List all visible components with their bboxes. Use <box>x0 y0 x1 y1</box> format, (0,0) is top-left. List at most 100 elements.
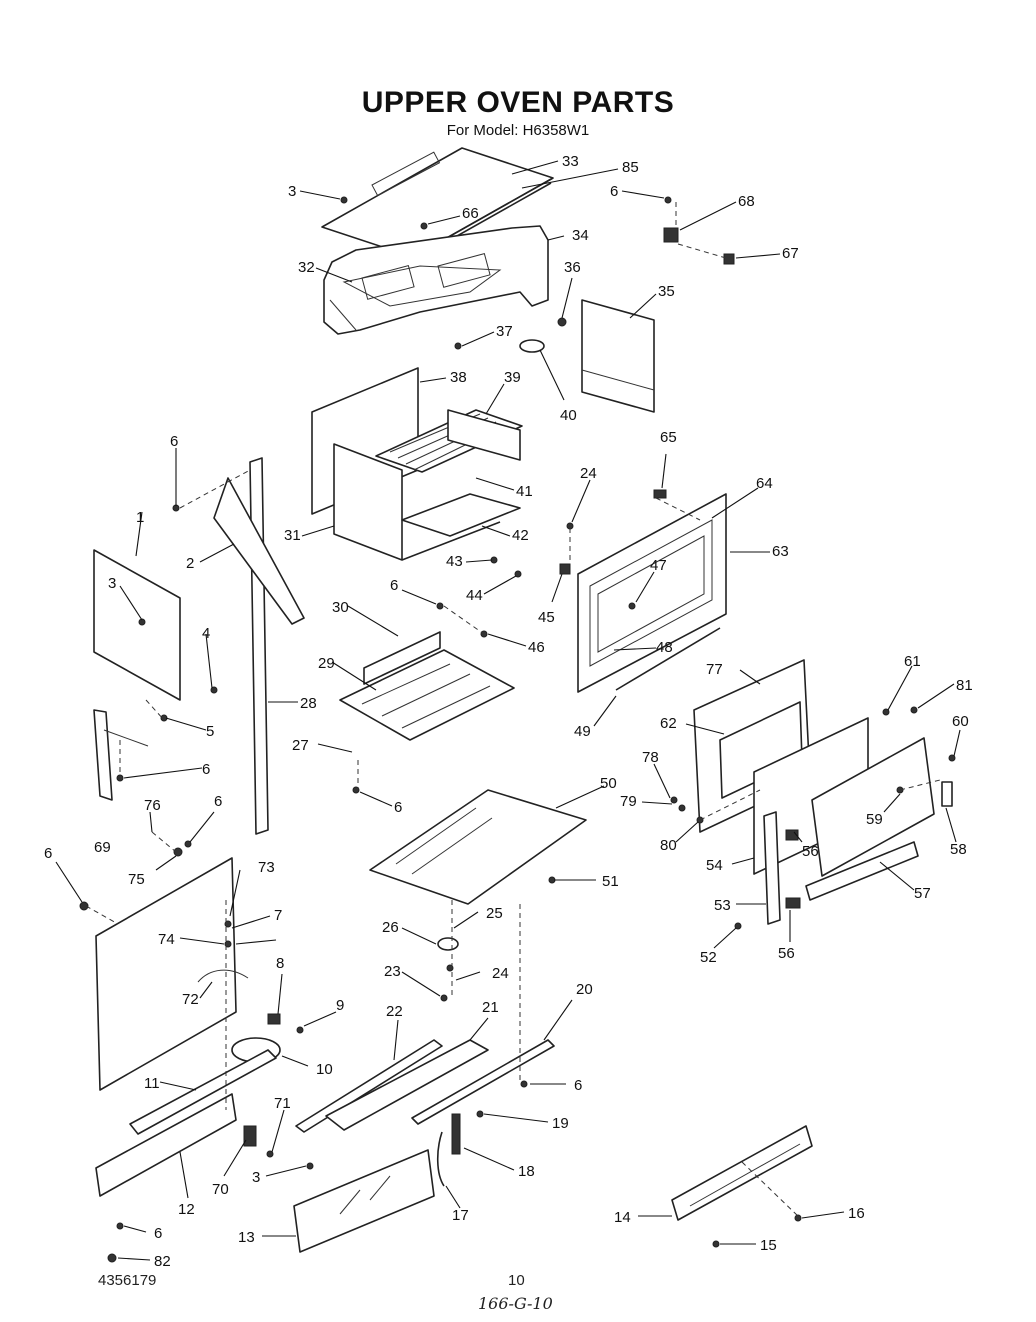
callout-28: 28 <box>300 695 317 712</box>
callout-59: 59 <box>866 811 883 828</box>
callout-50: 50 <box>600 775 617 792</box>
callout-80: 80 <box>660 837 677 854</box>
callout-13: 13 <box>238 1229 255 1246</box>
callout-81: 81 <box>956 677 973 694</box>
callout-6: 6 <box>610 183 618 200</box>
part-door-glass-assembly <box>693 659 935 925</box>
callout-6: 6 <box>170 433 178 450</box>
callout-3: 3 <box>252 1169 260 1186</box>
callout-25: 25 <box>486 905 503 922</box>
callout-41: 41 <box>516 483 533 500</box>
callout-49: 49 <box>574 723 591 740</box>
callout-11: 11 <box>144 1075 160 1092</box>
callout-71: 71 <box>274 1095 291 1112</box>
part-burner-trays <box>95 1039 555 1197</box>
callout-37: 37 <box>496 323 513 340</box>
callout-6: 6 <box>574 1077 582 1094</box>
callout-34: 34 <box>572 227 589 244</box>
callout-48: 48 <box>656 639 673 656</box>
part-oven-top-frame <box>323 225 549 335</box>
callout-58: 58 <box>950 841 967 858</box>
hardware-bits <box>79 196 956 1263</box>
callout-30: 30 <box>332 599 349 616</box>
page-title: UPPER OVEN PARTS <box>361 86 675 119</box>
callout-36: 36 <box>564 259 581 276</box>
callout-14: 14 <box>614 1209 631 1226</box>
callout-12: 12 <box>178 1201 195 1218</box>
model-subtitle: For Model: H6358W1 <box>446 122 590 139</box>
callout-56: 56 <box>778 945 795 962</box>
part-side-panel-35 <box>581 299 655 413</box>
callout-67: 67 <box>782 245 799 262</box>
callout-35: 35 <box>658 283 675 300</box>
page-number: 10 <box>508 1272 525 1289</box>
callout-69: 69 <box>94 839 111 856</box>
callout-70: 70 <box>212 1181 229 1198</box>
callout-56: 56 <box>802 843 819 860</box>
callout-8: 8 <box>276 955 284 972</box>
callout-78: 78 <box>642 749 659 766</box>
callout-74: 74 <box>158 931 175 948</box>
assembly-lines <box>85 202 941 1219</box>
part-door-frame-63 <box>577 493 727 693</box>
callout-31: 31 <box>284 527 301 544</box>
callout-57: 57 <box>914 885 931 902</box>
callout-65: 65 <box>660 429 677 446</box>
callout-82: 82 <box>154 1253 171 1270</box>
callout-46: 46 <box>528 639 545 656</box>
callout-53: 53 <box>714 897 731 914</box>
callout-6: 6 <box>202 761 210 778</box>
callout-27: 27 <box>292 737 309 754</box>
callout-47: 47 <box>650 557 667 574</box>
handwritten-note: 166-G-10 <box>478 1294 553 1313</box>
callout-63: 63 <box>772 543 789 560</box>
callout-29: 29 <box>318 655 335 672</box>
callout-45: 45 <box>538 609 555 626</box>
callout-54: 54 <box>706 857 723 874</box>
callout-39: 39 <box>504 369 521 386</box>
part-vent-grille-14 <box>671 1125 813 1221</box>
part-burner-11 <box>129 1037 281 1135</box>
callout-3: 3 <box>108 575 116 592</box>
callout-6: 6 <box>154 1225 162 1242</box>
callout-38: 38 <box>450 369 467 386</box>
callout-19: 19 <box>552 1115 569 1132</box>
callout-18: 18 <box>518 1163 535 1180</box>
callout-1: 1 <box>136 509 144 526</box>
callout-52: 52 <box>700 949 717 966</box>
callout-23: 23 <box>384 963 401 980</box>
callout-44: 44 <box>466 587 483 604</box>
callout-72: 72 <box>182 991 199 1008</box>
callout-77: 77 <box>706 661 723 678</box>
callout-15: 15 <box>760 1237 777 1254</box>
callout-51: 51 <box>602 873 619 890</box>
callout-24: 24 <box>492 965 509 982</box>
callout-6: 6 <box>394 799 402 816</box>
callout-79: 79 <box>620 793 637 810</box>
callout-5: 5 <box>206 723 214 740</box>
callout-6: 6 <box>390 577 398 594</box>
callout-60: 60 <box>952 713 969 730</box>
callout-leaders <box>55 160 961 1261</box>
part-oven-cavity <box>311 367 523 561</box>
callout-16: 16 <box>848 1205 865 1222</box>
callout-17: 17 <box>452 1207 469 1224</box>
callout-76: 76 <box>144 797 161 814</box>
callout-61: 61 <box>904 653 921 670</box>
callout-6: 6 <box>214 793 222 810</box>
callout-3: 3 <box>288 183 296 200</box>
callout-42: 42 <box>512 527 529 544</box>
callout-43: 43 <box>446 553 463 570</box>
callout-26: 26 <box>382 919 399 936</box>
callout-9: 9 <box>336 997 344 1014</box>
callout-2: 2 <box>186 555 194 572</box>
callout-75: 75 <box>128 871 145 888</box>
callout-64: 64 <box>756 475 773 492</box>
callout-10: 10 <box>316 1061 333 1078</box>
callout-7: 7 <box>274 907 282 924</box>
callout-62: 62 <box>660 715 677 732</box>
callout-32: 32 <box>298 259 315 276</box>
callout-66: 66 <box>462 205 479 222</box>
